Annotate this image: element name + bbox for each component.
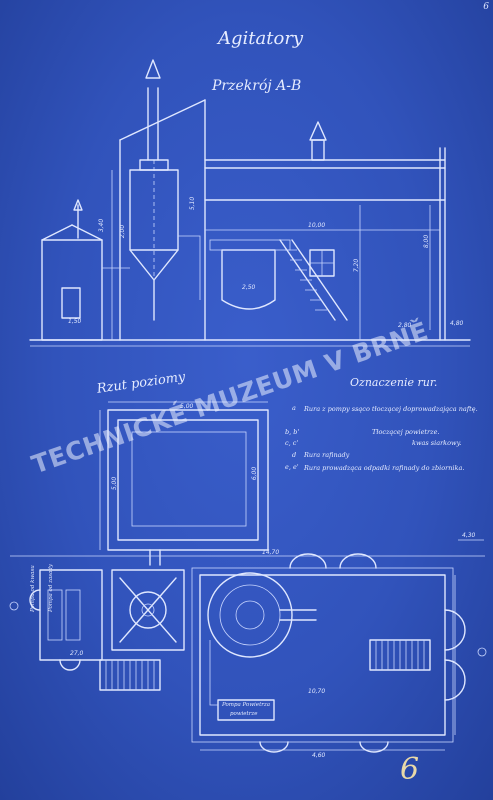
dim-label: 14,70 [262, 549, 280, 556]
dim-label: 8,00 [423, 234, 431, 249]
dim-label: 10,70 [308, 688, 326, 695]
air-pump-label: Pompa Powietrza [222, 702, 271, 708]
drawing-title: Agitatory [218, 28, 304, 49]
dim-label: 4,30 [462, 532, 476, 539]
legend-key: b, b' [285, 428, 300, 436]
dim-label: 4,60 [312, 752, 326, 759]
legend-text: Tłoczącej powietrze. [372, 428, 440, 436]
legend-text: Rura rafinady [304, 451, 350, 459]
legend-text: kwas siarkowy. [412, 439, 462, 447]
section-title: Przekrój A-B [212, 78, 302, 94]
air-pump-label-2: powietrze [230, 711, 258, 717]
legend-key: a [292, 404, 296, 412]
plan-view [9, 401, 487, 753]
dim-label: 10,00 [308, 222, 326, 229]
legend-text: Rura z pompy ssąco tłoczącej doprowadzaj… [304, 405, 478, 413]
dim-label: 5,00 [111, 476, 119, 491]
pump-box-label-2: Pompa od zasady [48, 563, 54, 612]
dim-label: 1,50 [68, 318, 82, 325]
dim-label: 2,00 [119, 224, 127, 239]
dim-label: 7,20 [353, 258, 361, 273]
legend-text: Rura prowadząca odpadki rafinady do zbio… [304, 464, 465, 472]
sheet-number: 6 [400, 752, 420, 787]
dim-label: 4,80 [450, 320, 464, 327]
dim-label: 2,50 [242, 284, 256, 291]
pump-box-label-1: Pompa od kwasu [30, 565, 36, 612]
dim-label: 6,00 [251, 466, 259, 481]
legend-key: c, c' [285, 439, 299, 447]
dim-label: 5,00 [180, 403, 194, 410]
dim-label: 5,10 [189, 196, 197, 211]
dim-label: 3,40 [98, 218, 106, 233]
legend-title: Oznaczenie rur. [350, 376, 438, 389]
corner-page-mark: 6 [483, 2, 489, 12]
section-view [29, 59, 471, 347]
dim-label: 2,80 [398, 322, 412, 329]
legend-key: d [292, 451, 297, 459]
legend-key: e, e' [285, 463, 299, 471]
dim-label: 27,0 [70, 650, 84, 657]
